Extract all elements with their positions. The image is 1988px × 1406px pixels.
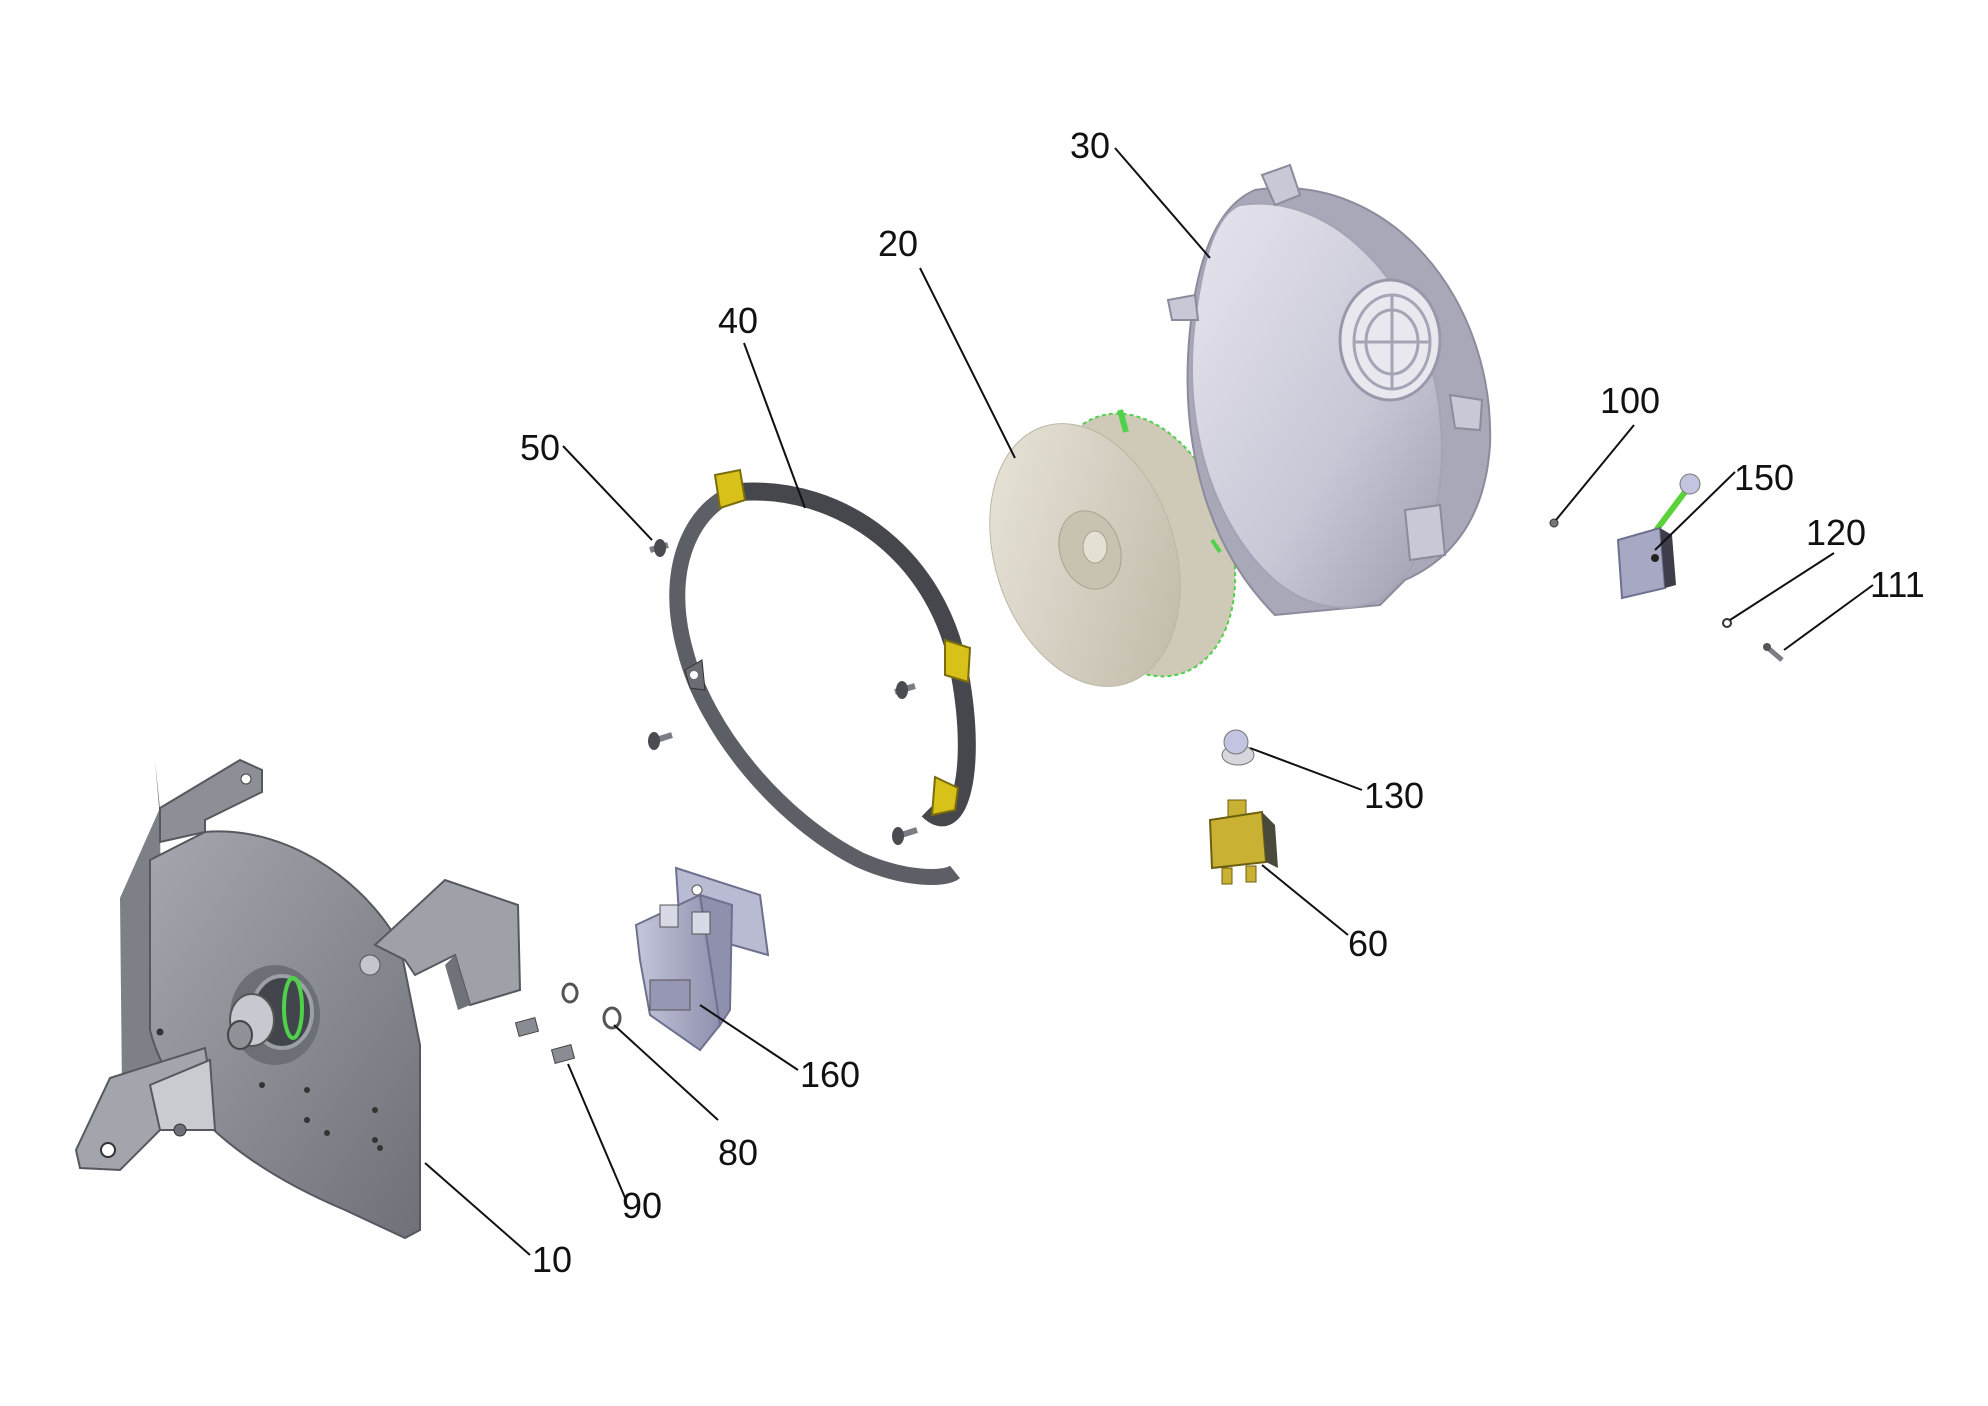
callout-labels: 30 20 40 50 100 150 120 111 130 60 160 8…: [520, 125, 1925, 1280]
bolt-icon: [550, 1044, 576, 1064]
callout-120: 120: [1806, 512, 1866, 553]
washers-part-80: [561, 982, 622, 1030]
callout-50: 50: [520, 427, 560, 468]
screw-icon: [892, 827, 918, 845]
blower-housing-part-30: [1166, 163, 1492, 617]
callout-60: 60: [1348, 923, 1388, 964]
screws-part-50: [648, 539, 918, 845]
callout-160: 160: [800, 1054, 860, 1095]
screw-icon: [894, 681, 916, 699]
callout-40: 40: [718, 300, 758, 341]
screw-part-100: [1549, 518, 1559, 528]
screw-icon: [649, 539, 669, 557]
fan-wheel-part-20: [989, 409, 1237, 687]
bolt-icon: [514, 1017, 540, 1037]
callout-90: 90: [622, 1185, 662, 1226]
bolts-part-90: [514, 1017, 576, 1064]
callout-111: 111: [1870, 564, 1925, 605]
callout-30: 30: [1070, 125, 1110, 166]
mounting-plate-part-10: [74, 758, 522, 1240]
callout-100: 100: [1600, 380, 1660, 421]
pin-part-120: [1722, 618, 1732, 628]
callout-80: 80: [718, 1132, 758, 1173]
cap-part-130: [1221, 729, 1255, 766]
callout-20: 20: [878, 223, 918, 264]
micro-switch-part-150: [1616, 473, 1701, 600]
screw-icon: [648, 732, 673, 750]
leader-lines: [424, 147, 1874, 1256]
callout-10: 10: [532, 1239, 572, 1280]
callout-150: 150: [1734, 457, 1794, 498]
ring-bracket-part-40: [669, 468, 976, 885]
screw-part-111: [1763, 643, 1784, 662]
switch-part-60: [1208, 799, 1278, 885]
callout-130: 130: [1364, 775, 1424, 816]
relay-part-160: [634, 866, 770, 1052]
